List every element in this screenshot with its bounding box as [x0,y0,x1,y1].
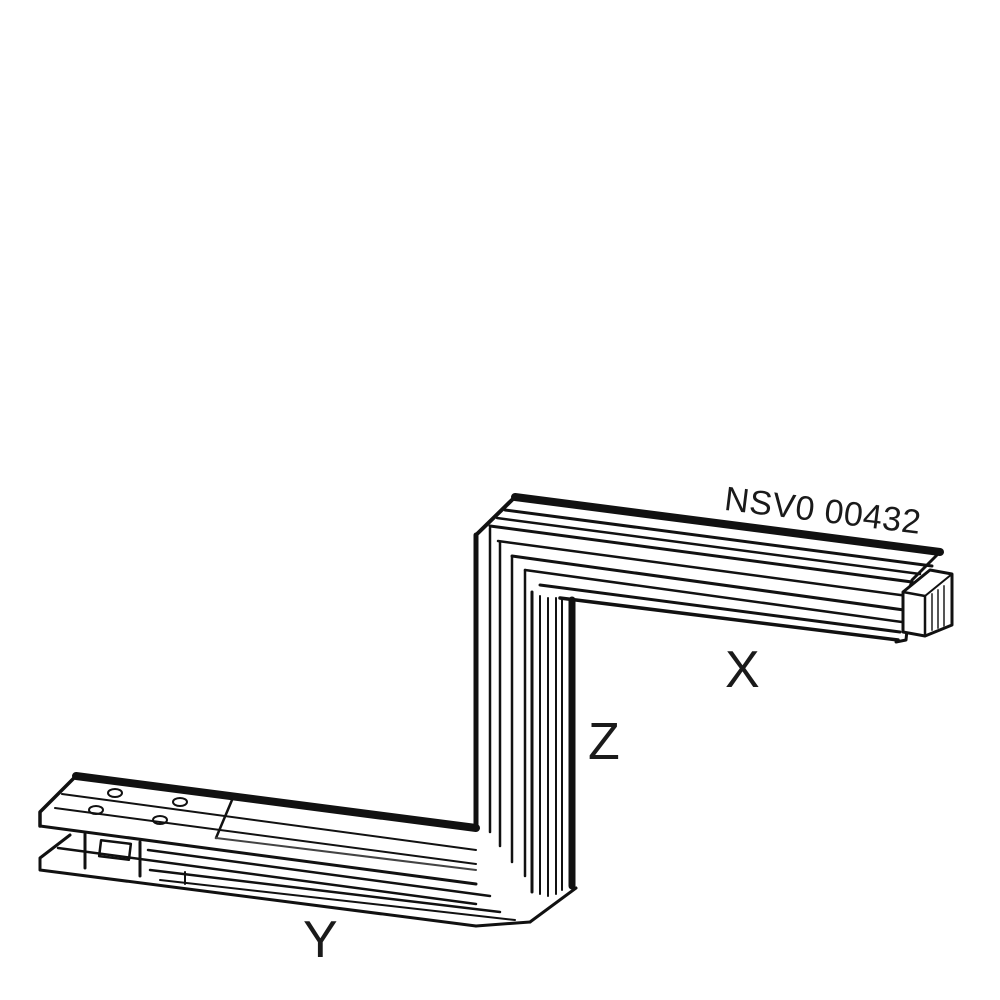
end-connector [901,568,954,638]
x-section [474,493,944,644]
dimension-label-z: Z [588,713,620,771]
bolt-holes [88,788,188,825]
dimension-label-y: Y [303,911,338,969]
z-section [473,526,578,924]
dimension-label-x: X [725,641,760,699]
y-section [38,772,532,928]
